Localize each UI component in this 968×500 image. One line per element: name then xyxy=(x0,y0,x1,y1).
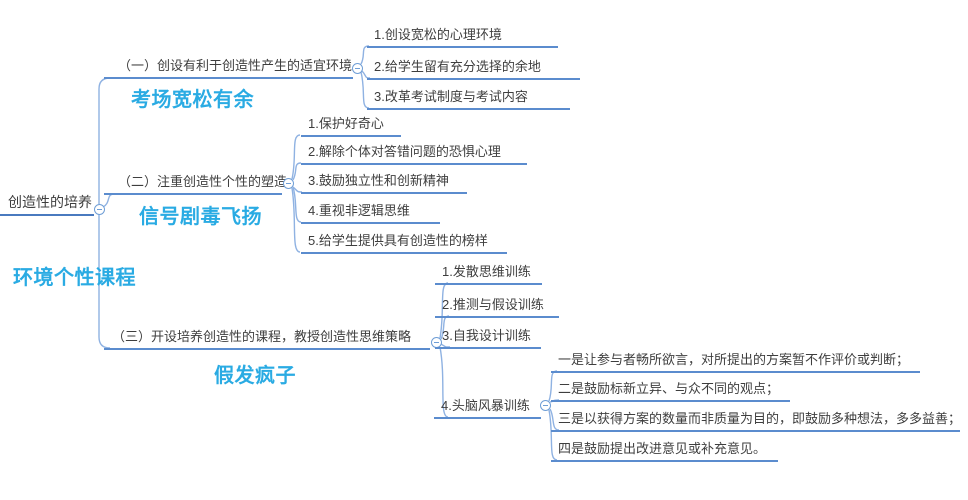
brainstorm-collapse-toggle[interactable] xyxy=(540,400,551,411)
branch2-leaf3-label: 3.鼓励独立性和创新精神 xyxy=(308,173,449,189)
branch2-leaf2-label: 2.解除个体对答错问题的恐惧心理 xyxy=(308,144,501,160)
branch3-child1[interactable]: 1.发散思维训练 xyxy=(435,264,542,285)
brainstorm-sub4-label: 四是鼓励提出改进意见或补充意见。 xyxy=(558,441,767,457)
brainstorm-sub1-label: 一是让参与者畅所欲言，对所提出的方案暂不作评价或判断； xyxy=(558,352,910,368)
connector-branch1-leaf3 xyxy=(360,71,370,109)
branch3-child3[interactable]: 3.自我设计训练 xyxy=(435,328,541,349)
connector-branch2-leaf3 xyxy=(292,186,303,193)
branch3-tag-label[interactable]: 假发疯子 xyxy=(214,365,296,387)
branch2-leaf2[interactable]: 2.解除个体对答错问题的恐惧心理 xyxy=(301,144,527,165)
branch3-child4-label: 4.头脑风暴训练 xyxy=(441,398,530,414)
connector-brainstorm-sub4 xyxy=(548,409,558,461)
branch1-leaf1-label: 1.创设宽松的心理环境 xyxy=(374,27,502,43)
connector-root-branch2 xyxy=(102,193,115,208)
connector-root-branch3 xyxy=(98,214,111,349)
connector-branch1-leaf2 xyxy=(361,70,371,79)
branch1-leaf3[interactable]: 3.改革考试制度与考试内容 xyxy=(367,89,570,110)
root-tag-label[interactable]: 环境个性课程 xyxy=(13,267,136,289)
branch3-child2[interactable]: 2.推测与假设训练 xyxy=(435,297,559,318)
branch2-leaf5[interactable]: 5.给学生提供具有创造性的榜样 xyxy=(301,233,507,254)
branch2-leaf1[interactable]: 1.保护好奇心 xyxy=(301,116,401,137)
brainstorm-sub2[interactable]: 二是鼓励标新立异、与众不同的观点； xyxy=(551,381,790,402)
branch2-title: （二）注重创造性个性的塑造 xyxy=(118,174,288,190)
connector-branch3-child4 xyxy=(439,346,449,418)
branch2-leaf4-label: 4.重视非逻辑思维 xyxy=(308,203,410,219)
brainstorm-sub3-label: 三是以获得方案的数量而非质量为目的，即鼓励多种想法，多多益善； xyxy=(558,411,962,427)
root-collapse-toggle[interactable] xyxy=(94,204,105,215)
branch1-leaf2-label: 2.给学生留有充分选择的余地 xyxy=(374,59,541,75)
branch1-leaf1[interactable]: 1.创设宽松的心理环境 xyxy=(367,27,558,48)
branch3-child1-label: 1.发散思维训练 xyxy=(442,264,531,280)
branch1-tag-label[interactable]: 考场宽松有余 xyxy=(131,89,254,111)
branch1-collapse-toggle[interactable] xyxy=(352,63,363,74)
root-node-label: 创造性的培养 xyxy=(8,194,92,211)
branch1-node[interactable]: （一）创设有利于创造性产生的适宜环境 xyxy=(104,56,353,79)
branch2-leaf1-label: 1.保护好奇心 xyxy=(308,116,384,132)
branch3-title: （三）开设培养创造性的课程，教授创造性思维策略 xyxy=(112,329,412,345)
branch2-leaf3[interactable]: 3.鼓励独立性和创新精神 xyxy=(301,173,467,194)
branch2-leaf5-label: 5.给学生提供具有创造性的榜样 xyxy=(308,233,488,249)
branch3-child2-label: 2.推测与假设训练 xyxy=(442,297,544,313)
branch2-leaf4[interactable]: 4.重视非逻辑思维 xyxy=(301,203,440,224)
branch1-title: （一）创设有利于创造性产生的适宜环境 xyxy=(118,58,353,74)
connector-branch2-leaf1 xyxy=(291,134,301,180)
brainstorm-sub3[interactable]: 三是以获得方案的数量而非质量为目的，即鼓励多种想法，多多益善； xyxy=(551,411,962,432)
branch3-child4-brainstorm[interactable]: 4.头脑风暴训练 xyxy=(434,398,541,419)
branch1-leaf3-label: 3.改革考试制度与考试内容 xyxy=(374,89,528,105)
branch2-collapse-toggle[interactable] xyxy=(283,178,294,189)
brainstorm-sub1[interactable]: 一是让参与者畅所欲言，对所提出的方案暂不作评价或判断； xyxy=(551,352,920,373)
branch3-child3-label: 3.自我设计训练 xyxy=(442,328,531,344)
connector-brainstorm-sub3 xyxy=(549,408,560,431)
brainstorm-sub4[interactable]: 四是鼓励提出改进意见或补充意见。 xyxy=(551,441,778,462)
connector-branch2-leaf4 xyxy=(292,186,302,223)
branch3-node[interactable]: （三）开设培养创造性的课程，教授创造性思维策略 xyxy=(104,327,430,350)
connector-branch2-leaf2 xyxy=(292,162,302,181)
connector-branch3-child3 xyxy=(440,343,451,348)
brainstorm-sub2-label: 二是鼓励标新立异、与众不同的观点； xyxy=(558,381,780,397)
connector-branch2-leaf5 xyxy=(291,187,301,253)
branch2-tag-label[interactable]: 信号剧毒飞扬 xyxy=(139,206,262,228)
root-node[interactable]: 创造性的培养 xyxy=(0,193,94,216)
branch2-node[interactable]: （二）注重创造性个性的塑造 xyxy=(104,172,287,195)
branch1-leaf2[interactable]: 2.给学生留有充分选择的余地 xyxy=(367,59,580,80)
